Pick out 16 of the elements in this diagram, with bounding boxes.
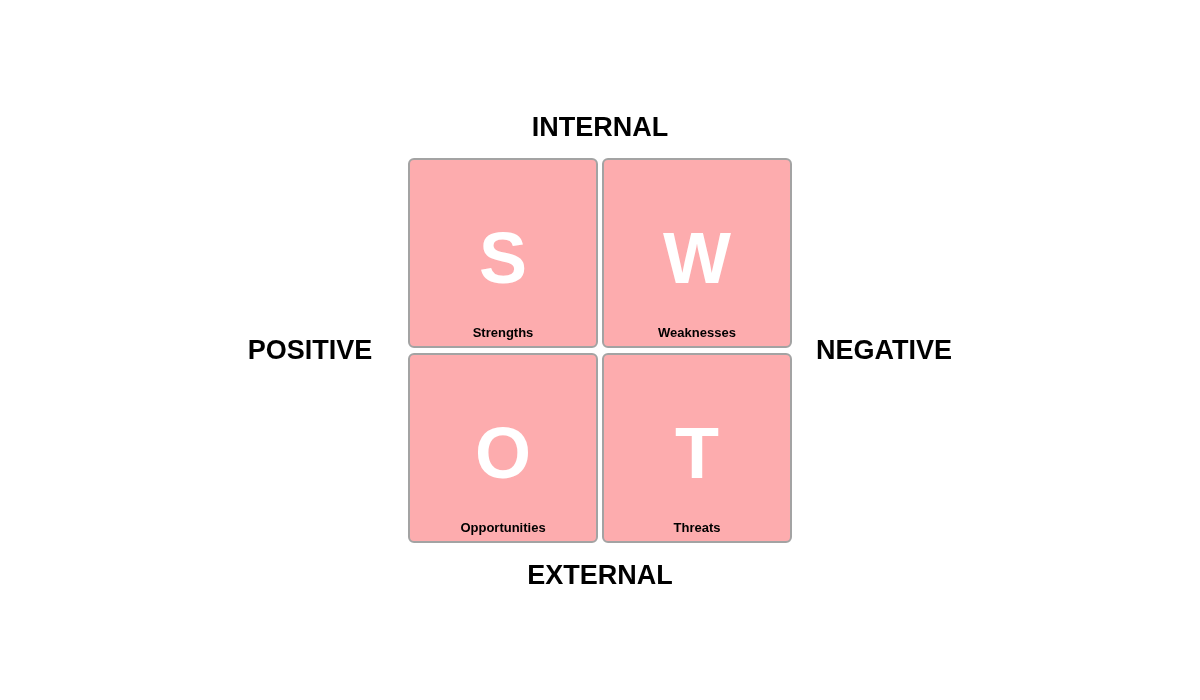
quadrant-box — [602, 353, 792, 543]
quadrant-letter: S — [479, 218, 527, 298]
quadrant-title: Opportunities — [460, 520, 546, 535]
axis-label: NEGATIVE — [816, 336, 952, 364]
axis-label: POSITIVE — [247, 336, 373, 364]
quadrant-box — [408, 158, 598, 348]
axis-label: INTERNAL — [531, 113, 669, 141]
axis-label: EXTERNAL — [527, 561, 673, 589]
quadrant-letter: W — [663, 218, 731, 298]
quadrant-letter: O — [475, 413, 531, 493]
quadrant-box — [408, 353, 598, 543]
quadrant-title: Weaknesses — [658, 325, 736, 340]
quadrant-title: Threats — [673, 520, 721, 535]
quadrant-letter: T — [675, 413, 719, 493]
quadrant-box — [602, 158, 792, 348]
quadrant-title: Strengths — [472, 325, 534, 340]
